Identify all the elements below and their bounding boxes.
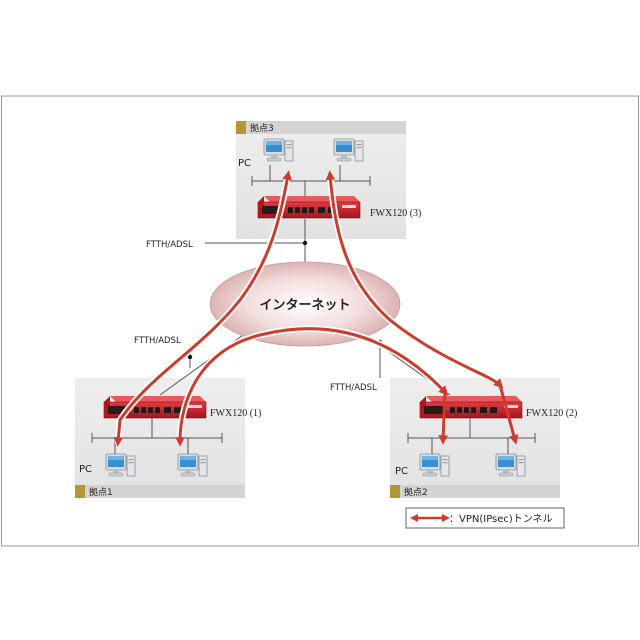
vpn-tunnel-1-2: [175, 327, 449, 447]
site-1-label: 拠点1: [89, 486, 113, 498]
wan-label-site1: FTTH/ADSL: [134, 336, 181, 346]
site-marker: [390, 485, 400, 498]
router-icon: [103, 395, 207, 419]
vpn-tunnels: [113, 170, 519, 447]
site-2-panel: 拠点2 FWX120 (2) PC: [390, 378, 577, 498]
site-2-label: 拠点2: [404, 486, 428, 498]
internet-label: インターネット: [259, 298, 350, 313]
wan-label-site3: FTTH/ADSL: [146, 240, 193, 250]
site-2-pc-label: PC: [395, 466, 408, 477]
vpn-tunnel-3-1: [113, 170, 292, 447]
router-1-label: FWX120 (1): [210, 408, 261, 419]
router-3-label: FWX120 (3): [370, 208, 421, 219]
site-marker: [236, 121, 246, 134]
site-1-panel: 拠点1 FWX120 (1) PC: [75, 378, 261, 498]
wan-label-site2: FTTH/ADSL: [330, 383, 377, 393]
site-marker: [75, 485, 85, 498]
legend: ：VPN(IPsec)トンネル: [405, 507, 565, 529]
site-1-pc-label: PC: [79, 464, 92, 475]
router-icon: [257, 195, 361, 219]
site-3-label: 拠点3: [250, 122, 274, 134]
site-3-pc-label: PC: [238, 158, 251, 169]
router-2-label: FWX120 (2): [526, 408, 577, 419]
vpn-tunnel-3-2: [325, 170, 504, 389]
legend-label: ：VPN(IPsec)トンネル: [449, 513, 553, 525]
